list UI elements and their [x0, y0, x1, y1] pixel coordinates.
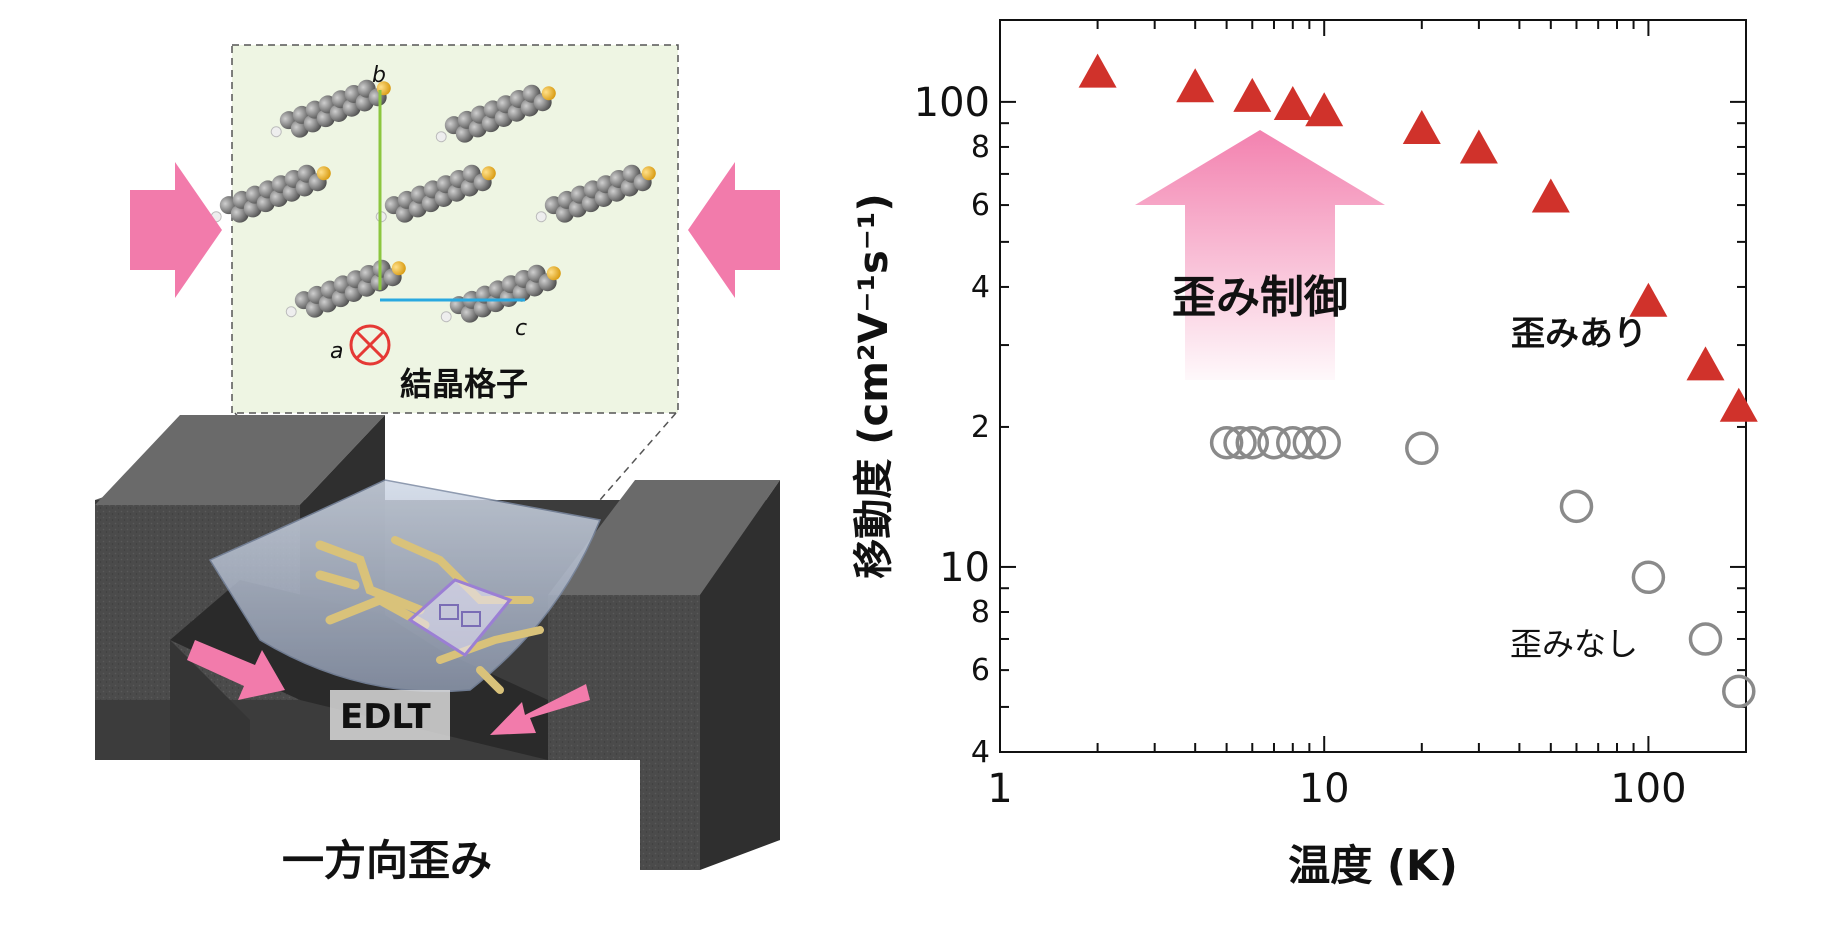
edlt-device-frame — [407, 578, 513, 657]
x-axis-label: 温度 (K) — [1288, 841, 1458, 890]
molecule — [435, 84, 556, 143]
compress-arrow-left — [130, 162, 222, 298]
bent-substrate — [208, 479, 602, 694]
strained-point — [1176, 68, 1215, 103]
strain-device-diagram: b c a 結晶格子 — [95, 44, 780, 885]
unstrained-point — [1688, 622, 1723, 656]
x-tick-label: 100 — [1610, 766, 1686, 812]
x-tick-label: 10 — [1299, 766, 1350, 812]
y-tick-label: 4 — [971, 270, 990, 305]
unstrained-point — [1223, 425, 1257, 460]
c-axis-label: c — [515, 316, 527, 341]
edlt-label: EDLT — [340, 697, 431, 737]
strained-point — [1233, 77, 1272, 112]
data-markers — [1078, 53, 1758, 709]
a-axis-label: a — [330, 339, 343, 364]
series-label-unstrained: 歪みなし — [1510, 625, 1638, 663]
b-axis-label: b — [372, 63, 386, 88]
strained-point — [1273, 85, 1312, 120]
y-tick-label: 8 — [971, 595, 990, 630]
strained-point — [1719, 387, 1758, 422]
strain-arrow-left — [187, 640, 285, 700]
unstrained-point — [1405, 431, 1439, 465]
compress-arrow-right — [688, 162, 780, 298]
series-label-strained: 歪みあり — [1511, 314, 1647, 354]
strained-point — [1531, 178, 1570, 213]
molecule — [375, 164, 496, 223]
crystal-lattice-inset: b c a 結晶格子 — [210, 44, 679, 414]
crystal-lattice-label: 結晶格子 — [400, 365, 528, 403]
y-tick-label: 6 — [971, 653, 990, 688]
unstrained-point — [1307, 425, 1341, 460]
molecule — [210, 164, 331, 223]
y-tick-label: 4 — [971, 735, 990, 770]
strain-arrow-right — [490, 684, 590, 735]
strained-point — [1305, 92, 1344, 127]
unstrained-point — [1235, 425, 1270, 460]
mobility-chart: 1 10 100 4 6 8 10 2 4 6 8 100 歪み制御 歪みあり 歪みなし 温度 (K)… — [851, 19, 1758, 890]
strain-control-arrow — [1135, 130, 1385, 380]
unstrained-point — [1209, 425, 1244, 460]
unstrained-point — [1257, 425, 1291, 460]
unstrained-point — [1559, 489, 1594, 524]
molecule — [535, 164, 656, 223]
diagram-caption: 一方向歪み — [282, 836, 492, 885]
x-tick-label: 1 — [987, 766, 1012, 812]
y-tick-label: 8 — [971, 130, 990, 165]
molecule — [440, 264, 561, 323]
edlt-label-plate: EDLT — [330, 690, 450, 740]
strained-point — [1686, 346, 1725, 381]
strained-point — [1459, 129, 1498, 164]
unstrained-point — [1722, 674, 1756, 709]
molecule-group — [210, 79, 656, 323]
y-tick-label: 6 — [971, 188, 990, 223]
molecule — [285, 259, 406, 318]
y-axis-label: 移動度 (cm²V⁻¹s⁻¹) — [851, 193, 897, 578]
into-page-icon — [349, 324, 391, 366]
axis-tick-labels: 1 10 100 4 6 8 10 2 4 6 8 100 — [914, 80, 1687, 812]
unstrained-point — [1631, 560, 1666, 595]
y-tick-label: 2 — [971, 410, 990, 445]
y-tick-label: 10 — [939, 545, 990, 591]
unstrained-point — [1292, 425, 1327, 460]
y-tick-label: 100 — [914, 80, 990, 126]
plot-frame — [999, 19, 1747, 753]
strained-point — [1402, 110, 1441, 145]
strain-control-label: 歪み制御 — [1172, 272, 1348, 323]
strained-point — [1078, 53, 1117, 88]
strained-point — [1629, 282, 1668, 317]
